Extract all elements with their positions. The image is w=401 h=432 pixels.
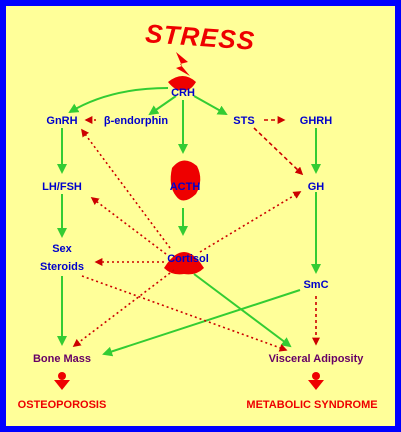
visceral-outcome-dot xyxy=(312,372,320,380)
arrow-crh-to-gnrh xyxy=(68,87,169,114)
arrow-smc-to-bone-mass xyxy=(102,289,301,357)
bone-mass-outcome-arrow-icon xyxy=(54,380,70,390)
node-visceral-adiposity: Visceral Adiposity xyxy=(269,353,365,365)
arrow-sex-steroids-to-visceral-adiposity xyxy=(81,275,288,352)
node-acth: ACTH xyxy=(170,181,201,193)
stimulatory-arrows xyxy=(57,87,321,357)
adrenal-gland-icon xyxy=(164,252,204,275)
stress-title: STRESS xyxy=(144,18,256,56)
node-crh: CRH xyxy=(171,87,195,99)
bone-mass-outcome-dot xyxy=(58,372,66,380)
node-gnrh: GnRH xyxy=(46,115,77,127)
pituitary-gland-icon xyxy=(170,160,201,201)
inhibitory-arrows xyxy=(72,116,320,352)
arrow-crh-to-sts xyxy=(193,95,228,115)
arrow-cortisol-to-lh-fsh xyxy=(90,197,167,255)
arrow-cortisol-to-bone-mass xyxy=(72,269,175,347)
node-beta-endorphin: β-endorphin xyxy=(104,115,168,127)
node-sex: Sex xyxy=(52,243,72,255)
arrow-crh-to-beta-endorphin xyxy=(148,95,177,116)
visceral-outcome-arrow-icon xyxy=(308,380,324,390)
node-smc: SmC xyxy=(303,279,328,291)
node-cortisol: Cortisol xyxy=(167,253,209,265)
hypothalamus-gland-icon xyxy=(168,76,196,91)
node-sts: STS xyxy=(233,115,254,127)
arrow-cortisol-to-gh xyxy=(199,191,302,253)
outcome-metabolic-syndrome: METABOLIC SYNDROME xyxy=(246,399,377,411)
outcome-osteoporosis: OSTEOPOROSIS xyxy=(18,399,107,411)
node-bone-mass: Bone Mass xyxy=(33,353,91,365)
arrow-cortisol-to-visceral-adiposity xyxy=(193,273,292,348)
node-gh: GH xyxy=(308,181,325,193)
lightning-bolt-icon xyxy=(176,52,190,76)
arrow-sts-to-gh xyxy=(253,127,304,176)
arrow-cortisol-to-gnrh xyxy=(81,128,171,249)
node-steroids: Steroids xyxy=(40,261,84,273)
node-ghrh: GHRH xyxy=(300,115,332,127)
node-lh-fsh: LH/FSH xyxy=(42,181,82,193)
